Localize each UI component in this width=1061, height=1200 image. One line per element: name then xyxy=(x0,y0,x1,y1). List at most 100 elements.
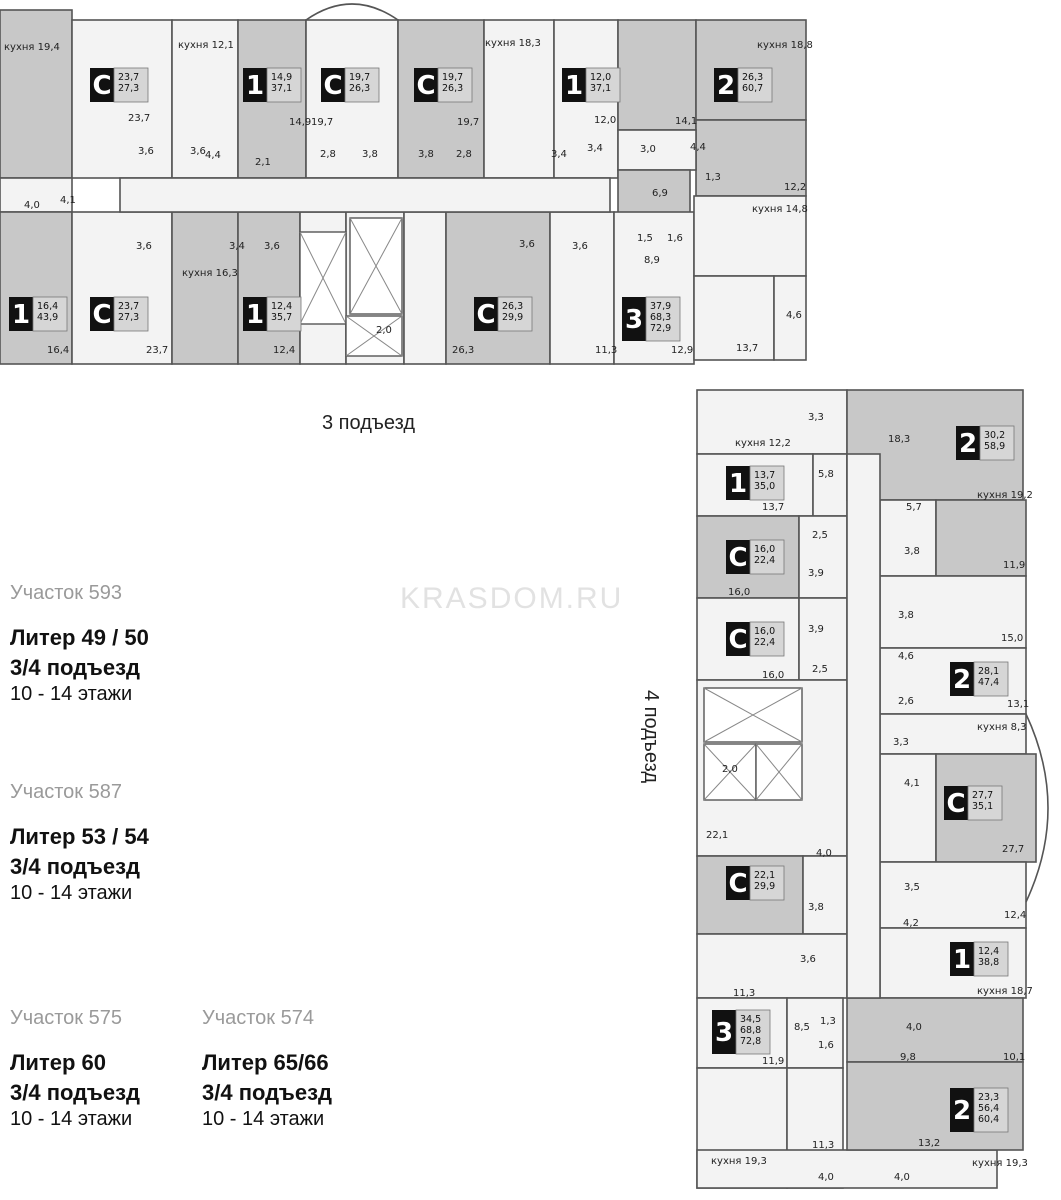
apartment-type-badge xyxy=(321,68,345,102)
apartment-area-value: 60,7 xyxy=(742,83,763,94)
room-area-label: 19,7 xyxy=(457,117,479,128)
room xyxy=(802,855,848,935)
room-area-label: 3,9 xyxy=(808,568,824,579)
apartment-type: 2 xyxy=(717,71,735,101)
apartment-area-value: 23,3 xyxy=(978,1092,999,1103)
room-area-label: 3,0 xyxy=(640,144,656,155)
apartment-area-value: 37,9 xyxy=(650,301,671,312)
apartment-area-value: 22,1 xyxy=(754,870,775,881)
room-area-label: 4,6 xyxy=(786,310,802,321)
room-area-label: 26,3 xyxy=(452,345,474,356)
room-area-label: 2,1 xyxy=(255,157,271,168)
room-area-label: 16,0 xyxy=(762,670,784,681)
room-area-label: кухня 19,3 xyxy=(711,1156,767,1167)
room xyxy=(693,275,775,361)
room-area-label: 11,3 xyxy=(595,345,617,356)
room-area-label: 18,3 xyxy=(888,434,910,445)
room-area-label: 2,0 xyxy=(376,325,392,336)
room-area-label: 3,6 xyxy=(519,239,535,250)
room-area-label: 13,7 xyxy=(762,502,784,513)
apartment-area-box xyxy=(737,67,773,103)
entrance-info: 3/4 подъезд xyxy=(10,1080,140,1105)
room-area-label: 3,8 xyxy=(362,149,378,160)
room xyxy=(846,453,881,999)
apartment-type-badge xyxy=(243,68,267,102)
room-area-label: 6,9 xyxy=(652,188,668,199)
apartment-area-box xyxy=(437,67,473,103)
room-area-label: 14,9 xyxy=(289,117,311,128)
room-area-label: 11,3 xyxy=(733,988,755,999)
room-area-label: 2,8 xyxy=(456,149,472,160)
apartment-area-value: 26,3 xyxy=(442,83,463,94)
plot-number: Участок 575 xyxy=(10,1007,122,1029)
apartment-type: С xyxy=(476,300,495,330)
apartment-area-box xyxy=(979,425,1015,461)
apartment-area-value: 12,4 xyxy=(271,301,292,312)
room-area-label: 12,0 xyxy=(594,115,616,126)
room xyxy=(798,515,848,599)
apartment-area-box xyxy=(585,67,621,103)
room-area-label: 1,6 xyxy=(818,1040,834,1051)
apartment-area-value: 19,7 xyxy=(442,72,463,83)
room-area-label: 3,8 xyxy=(418,149,434,160)
room-area-label: 4,4 xyxy=(205,150,221,161)
room xyxy=(846,997,1024,1063)
apartment-type-badge xyxy=(950,662,974,696)
room-area-label: кухня 14,8 xyxy=(752,204,808,215)
entrance-info: 3/4 подъезд xyxy=(202,1080,332,1105)
apartment-area-value: 35,7 xyxy=(271,312,292,323)
apartment-area-value: 13,7 xyxy=(754,470,775,481)
room-area-label: 15,0 xyxy=(1001,633,1023,644)
apartment-type: С xyxy=(728,869,747,899)
apartment-area-value: 16,0 xyxy=(754,626,775,637)
apartment-area-box xyxy=(266,67,302,103)
apartment-type-badge xyxy=(90,68,114,102)
room-area-label: 4,2 xyxy=(903,918,919,929)
apartment-type-badge xyxy=(243,297,267,331)
room-area-label: 3,6 xyxy=(800,954,816,965)
room xyxy=(237,211,301,365)
apartment-area-value: 26,3 xyxy=(742,72,763,83)
room xyxy=(171,211,239,365)
apartment-type: С xyxy=(728,543,747,573)
apartment-area-box xyxy=(645,296,681,342)
room-area-label: 13,7 xyxy=(736,343,758,354)
apartment-area-value: 35,1 xyxy=(972,801,993,812)
room-area-label: 3,4 xyxy=(229,241,245,252)
apartment-area-value: 26,3 xyxy=(502,301,523,312)
apartment-type: 1 xyxy=(729,469,747,499)
apartment-type-badge xyxy=(944,786,968,820)
plot-block-587: Участок 587 Литер 53 / 54 3/4 подъезд 10… xyxy=(10,781,149,905)
apartment-type: С xyxy=(728,625,747,655)
apartment-area-box xyxy=(113,296,149,332)
apartment-area-value: 16,4 xyxy=(37,301,58,312)
apartment-area-value: 27,3 xyxy=(118,312,139,323)
room-area-label: 2,8 xyxy=(320,149,336,160)
liter-title: Литер 53 / 54 xyxy=(10,824,149,849)
room xyxy=(879,575,1027,649)
apartment-type: 3 xyxy=(625,305,643,335)
room-area-label: 19,7 xyxy=(311,117,333,128)
room xyxy=(119,177,611,213)
stairwell-cross xyxy=(703,687,803,743)
apartment-type: 1 xyxy=(246,300,264,330)
room xyxy=(693,195,807,277)
apartment-area-value: 14,9 xyxy=(271,72,292,83)
apartment-type: 1 xyxy=(565,71,583,101)
room-area-label: 4,0 xyxy=(24,200,40,211)
plot-number: Участок 587 xyxy=(10,781,122,803)
room-area-label: 1,6 xyxy=(667,233,683,244)
apartment-area-value: 68,3 xyxy=(650,312,671,323)
room-area-label: 10,1 xyxy=(1003,1052,1025,1063)
room xyxy=(696,389,848,455)
room-area-label: 22,1 xyxy=(706,830,728,841)
apartment-area-box xyxy=(266,296,302,332)
stairwell-cross xyxy=(703,743,757,801)
apartment-area-value: 27,7 xyxy=(972,790,993,801)
apartment-area-box xyxy=(973,941,1009,977)
room xyxy=(812,453,848,517)
floors-info: 10 - 14 этажи xyxy=(10,683,133,705)
room xyxy=(879,713,1027,755)
